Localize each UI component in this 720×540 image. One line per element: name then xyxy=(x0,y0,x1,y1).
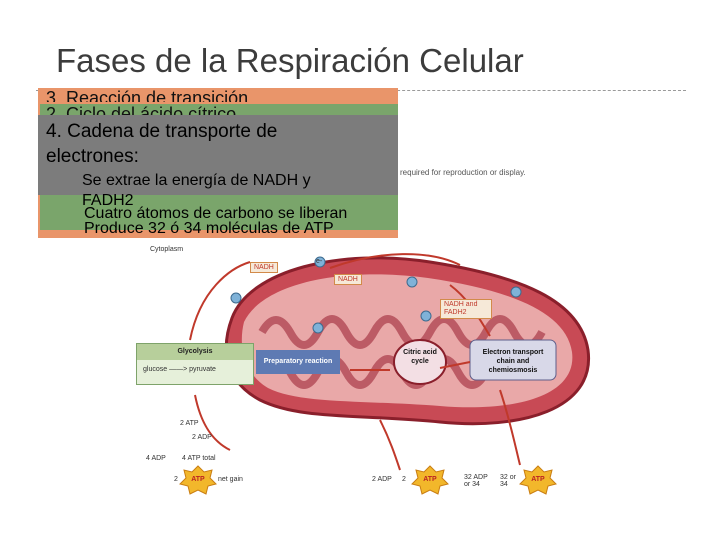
citric-acid-cycle-label: Citric acid cycle xyxy=(396,348,444,366)
electron-transport-label: Electron transport chain and chemiosmosi… xyxy=(476,348,550,375)
glycolysis-box: Glycolysis glucose ——> pyruvate xyxy=(136,343,254,385)
atp-label-1: ATP xyxy=(184,466,212,494)
phase-4-bullet: Se extrae la energía de NADH y xyxy=(82,172,311,190)
atp-count-2a: 2 xyxy=(174,476,178,483)
phase-3-heading: 3. Reacción de transición xyxy=(46,88,248,102)
copyright-note: required for reproduction or display. xyxy=(400,168,526,177)
preparatory-reaction-box: Preparatory reaction xyxy=(256,350,340,374)
atp-step-1: 2 ATP xyxy=(180,420,199,427)
phase-4-heading: 4. Cadena de transporte de electrones: xyxy=(46,119,316,169)
atp-count-32: 32 or 34 xyxy=(500,474,516,488)
electron-label: e- xyxy=(316,258,322,265)
nadh-fadh2-tag: NADH and FADH2 xyxy=(440,299,492,319)
atp-step-2: 2 ADP xyxy=(192,434,212,441)
net-gain-label: net gain xyxy=(218,476,243,483)
atp-step-3: 4 ADP xyxy=(146,455,166,462)
atp-label-3: ATP xyxy=(524,466,552,494)
nadh-tag-2: NADH xyxy=(334,274,362,285)
adp-label-2: 2 ADP xyxy=(372,476,392,483)
nadh-tag-1: NADH xyxy=(250,262,278,273)
adp-label-32: 32 ADP or 34 xyxy=(464,474,488,488)
atp-count-2b: 2 xyxy=(402,476,406,483)
glycolysis-equation: glucose ——> pyruvate xyxy=(143,366,216,373)
phase-3-bullet: Produce 32 ó 34 moléculas de ATP xyxy=(84,220,334,238)
cytoplasm-label: Cytoplasm xyxy=(150,246,183,253)
atp-step-4: 4 ATP total xyxy=(182,455,216,462)
glycolysis-title: Glycolysis xyxy=(137,344,253,360)
atp-label-2: ATP xyxy=(416,466,444,494)
